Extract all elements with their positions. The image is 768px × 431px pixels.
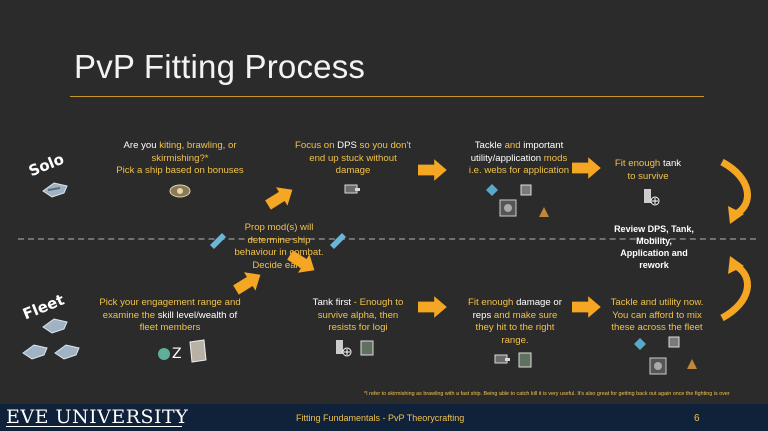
microwarpdrive-icon: [330, 233, 346, 249]
arrow-fleet-2-3: [418, 296, 447, 318]
armor-plate-icon: [336, 340, 352, 357]
tank-module-icon: [644, 189, 660, 206]
solo-step-4-text: Fit enough tank to survive: [614, 158, 682, 182]
solo-step-2-text: Focus on DPS so you don't end up stuck w…: [295, 140, 411, 176]
fleet-step-2-text: Tank first - Enough to survive alpha, th…: [312, 297, 404, 333]
fleet-ship-icon-2: [22, 344, 48, 360]
ship-bonus-icon: [169, 184, 191, 198]
skill-icon: Z: [158, 346, 182, 362]
weapon-module-icon: [344, 184, 360, 194]
solo-step-1-text: Are you kiting, brawling, or skirmishing…: [116, 140, 244, 176]
fleet-utility-icon: [668, 336, 680, 348]
afterburner-icon: [210, 233, 226, 249]
application-module-icon: [539, 207, 549, 217]
page-number: 6: [694, 413, 700, 424]
fleet-web-icon: [649, 357, 667, 375]
flow-arrows: [230, 157, 751, 322]
solo-step-3-text: Tackle and important utility/application…: [468, 140, 570, 176]
logo-underline: [6, 426, 182, 427]
fleet-tackle-icon: [634, 338, 646, 350]
fleet-application-icon: [687, 359, 697, 369]
tackle-module-icon: [486, 184, 498, 196]
eve-university-logo: EVE UNIVERSITY: [6, 406, 189, 428]
arrow-prop-fleet-2: [284, 245, 321, 280]
review-text: Review DPS, Tank, Mobility, Application …: [614, 224, 694, 270]
fleet-ship-icon-1: [42, 318, 68, 334]
utility-module-icon: [520, 184, 532, 196]
wallet-book-icon: [189, 339, 207, 363]
fleet-step-3-text: Fit enough damage or reps and make sure …: [468, 297, 562, 346]
arrow-fleet-3-4: [572, 296, 601, 318]
frigate-ship-icon: [42, 182, 68, 198]
arrow-solo-2-3: [418, 159, 447, 181]
repair-module-icon: [518, 352, 532, 368]
arrow-solo-1-2: [262, 180, 299, 215]
arrow-solo-3-4: [572, 157, 601, 179]
row-divider: [18, 238, 756, 240]
fleet-ship-icon-3: [54, 344, 80, 360]
web-module-icon: [499, 199, 517, 217]
fleet-step-4-text: Tackle and utility now. You can afford t…: [610, 297, 704, 333]
arrow-fleet-1-prop: [230, 265, 267, 300]
fleet-step-1-text: Pick your engagement range and examine t…: [99, 297, 241, 333]
footnote: *I refer to skirmishing as brawling with…: [364, 391, 730, 397]
svg-text:Z: Z: [172, 346, 182, 362]
title-underline: [70, 96, 704, 97]
prop-mod-text: Prop mod(s) will determine ship behaviou…: [234, 222, 324, 271]
footer-title: Fitting Fundamentals - PvP Theorycraftin…: [296, 413, 465, 423]
resist-module-icon: [360, 340, 374, 356]
page-title: PvP Fitting Process: [74, 48, 366, 85]
damage-module-icon: [494, 354, 510, 364]
